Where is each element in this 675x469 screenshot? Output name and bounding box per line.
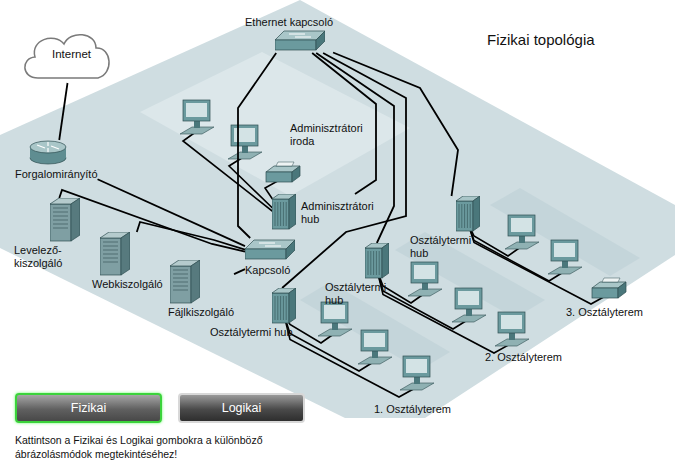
switch-icon [275,29,325,53]
mail-server: Levelező- kiszolgáló [14,198,80,270]
device-label: Forgalomirányító [15,168,98,181]
file-server: Fájlkiszolgáló [168,260,234,319]
hub-icon [272,194,296,230]
device-label: Osztálytermi hub [325,281,399,307]
switch: Kapcsoló [245,238,295,277]
device-label: Adminisztrátori hub [301,200,381,226]
admin-office-floor [140,52,410,196]
workstation-icon [228,125,262,159]
hub-icon [365,243,389,279]
workstation-icon [452,288,486,322]
diagram-title: Fizikai topológia [487,31,595,48]
network-cable [234,269,245,274]
classroom-hub: Osztálytermi hub [325,243,399,307]
room-label: Adminisztrátori iroda [290,122,372,148]
web-server: Webkiszolgáló [92,232,163,291]
server-icon [50,198,80,242]
internet-cloud: Internet [18,28,125,83]
device-label: Kapcsoló [245,264,290,277]
classroom-label: 2. Osztályterem [485,351,562,364]
switch-icon [245,238,295,262]
router-icon [29,140,67,166]
admin-hub: Adminisztrátori hub [272,194,381,232]
network-cable [284,315,417,397]
device-label: Ethernet kapcsoló [245,16,333,29]
device-label: Osztálytermi hub [410,234,484,260]
floor [0,0,675,418]
classroom-hub: Osztálytermi hub [410,196,484,260]
toggle-button: Logikai [178,393,305,423]
hub-icon [456,196,480,232]
printer-icon [592,278,626,298]
workstation-icon [548,240,582,274]
network-cable [316,53,394,243]
router: Forgalomirányító [15,140,98,181]
network-cable [468,223,609,304]
network-cable [137,222,245,250]
button-label: Logikai [222,402,262,415]
toggle-button: Fizikai [15,393,162,423]
device-label: Fájlkiszolgáló [168,306,234,319]
workstation-icon [495,312,529,346]
network-cable [238,53,276,238]
printer-icon [266,162,300,182]
network-cable [98,179,245,246]
workstation-icon [408,262,442,296]
classroom-hub: Osztálytermi hub [210,288,296,339]
workstation-icon [505,215,539,249]
ethernet-switch: Ethernet kapcsoló [245,16,333,53]
workstation-icon [180,100,214,134]
network-cable [59,190,245,252]
classroom-label: 1. Osztályterem [374,403,451,416]
workstation-icon [318,302,352,336]
device-label: Osztálytermi hub [210,326,293,339]
device-label: Internet [18,48,125,61]
server-icon [170,260,200,304]
workstation-icon [358,330,392,364]
network-cable [59,83,67,140]
instruction-caption: Kattintson a Fizikai és Logikai gombokra… [15,433,325,461]
server-icon [100,232,130,276]
classroom-floor [395,232,545,318]
device-label: Levelező- kiszolgáló [14,244,80,270]
button-label: Fizikai [71,402,106,415]
device-label: Webkiszolgáló [92,278,163,291]
hub-icon [272,288,296,324]
network-cable [282,53,406,288]
workstation-icon [400,356,434,390]
network-cable [377,270,512,353]
classroom-label: 3. Osztályterem [566,306,643,319]
